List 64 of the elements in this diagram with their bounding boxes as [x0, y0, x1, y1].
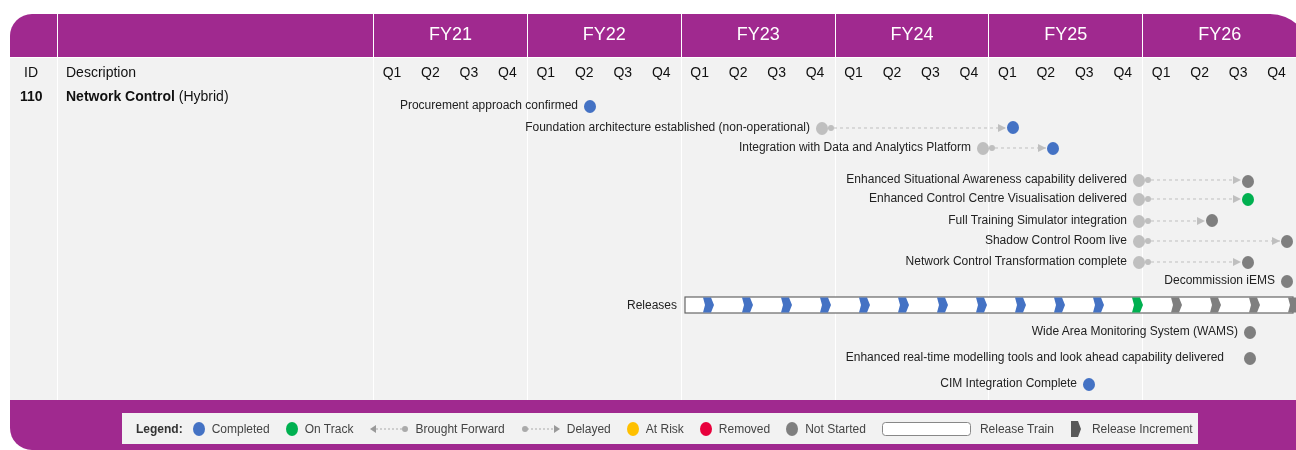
quarter-heading: Q4: [958, 64, 980, 80]
quarter-heading: Q4: [804, 64, 826, 80]
fiscal-year-heading: FY24: [889, 24, 935, 45]
quarter-heading: Q1: [381, 64, 403, 80]
row-label: Releases: [627, 298, 678, 312]
quarter-heading: Q1: [997, 64, 1018, 80]
milestone-label: Full Training Simulator integration: [948, 213, 1127, 227]
milestone-label: Integration with Data and Analytics Platform: [738, 140, 971, 154]
quarter-heading: Q2: [420, 64, 441, 80]
column-heading: Description: [66, 64, 137, 80]
delay-arrow: [1144, 176, 1242, 184]
milestone-label: Network Control Transformation complete: [905, 254, 1127, 268]
delay-arrow: [1144, 217, 1206, 225]
quarter-heading: Q1: [843, 64, 864, 80]
milestone-label: Enhanced real-time modelling tools and look ahead capability delivered: [845, 350, 1224, 364]
legend-title: Legend:: [136, 421, 183, 436]
quarter-heading: Q2: [1035, 64, 1057, 80]
quarter-heading: Q2: [1189, 64, 1210, 80]
quarter-heading: Q3: [1073, 64, 1095, 80]
quarter-heading: Q1: [1150, 64, 1172, 80]
quarter-heading: Q3: [458, 64, 480, 80]
row-description: Network Control (Hybrid): [66, 88, 229, 104]
legend-label: At Risk: [645, 421, 684, 436]
quarter-heading: Q2: [727, 64, 749, 80]
row-id: 110: [20, 88, 43, 104]
fiscal-year-heading: FY25: [1043, 24, 1089, 45]
fiscal-year-heading: FY21: [428, 24, 473, 45]
quarter-heading: Q1: [689, 64, 710, 80]
delay-arrow: [1144, 195, 1242, 203]
legend-label: Brought Forward: [415, 421, 505, 436]
delay-arrow: [827, 124, 1007, 132]
milestone-label: Enhanced Control Centre Visualisation delivered: [869, 191, 1127, 205]
milestone-label: CIM Integration Complete: [940, 376, 1077, 390]
milestone-label: Wide Area Monitoring System (WAMS): [1031, 324, 1238, 338]
legend-label: Completed: [211, 421, 270, 436]
legend-label: Removed: [718, 421, 771, 436]
quarter-heading: Q4: [497, 64, 518, 80]
quarter-heading: Q1: [535, 64, 557, 80]
quarter-heading: Q4: [1266, 64, 1287, 80]
milestone-label: Enhanced Situational Awareness capability delivered: [846, 172, 1127, 186]
milestone-label: Decommission iEMS: [1164, 273, 1275, 287]
delay-arrow: [1144, 237, 1281, 245]
quarter-heading: Q4: [1112, 64, 1134, 80]
quarter-heading: Q3: [1227, 64, 1249, 80]
legend-label: Not Started: [805, 421, 866, 436]
legend-label: On Track: [304, 421, 354, 436]
delay-arrow: [988, 144, 1047, 152]
fiscal-year-heading: FY26: [1197, 24, 1243, 45]
milestone-label: Procurement approach confirmed: [399, 98, 578, 112]
quarter-heading: Q2: [881, 64, 903, 80]
delay-arrow: [1144, 258, 1242, 266]
quarter-heading: Q3: [920, 64, 941, 80]
quarter-heading: Q2: [573, 64, 595, 80]
legend-label: Release Train: [979, 421, 1054, 436]
milestone-label: Shadow Control Room live: [984, 233, 1127, 247]
quarter-heading: Q3: [612, 64, 634, 80]
legend-label: Delayed: [566, 421, 611, 436]
column-heading: ID: [24, 64, 38, 80]
quarter-heading: Q4: [650, 64, 672, 80]
legend-label: Release Increment: [1091, 421, 1193, 436]
fiscal-year-heading: FY22: [581, 24, 627, 45]
quarter-heading: Q3: [766, 64, 787, 80]
fiscal-year-heading: FY23: [735, 24, 781, 45]
milestone-label: Foundation architecture established (non-operational): [525, 120, 810, 134]
